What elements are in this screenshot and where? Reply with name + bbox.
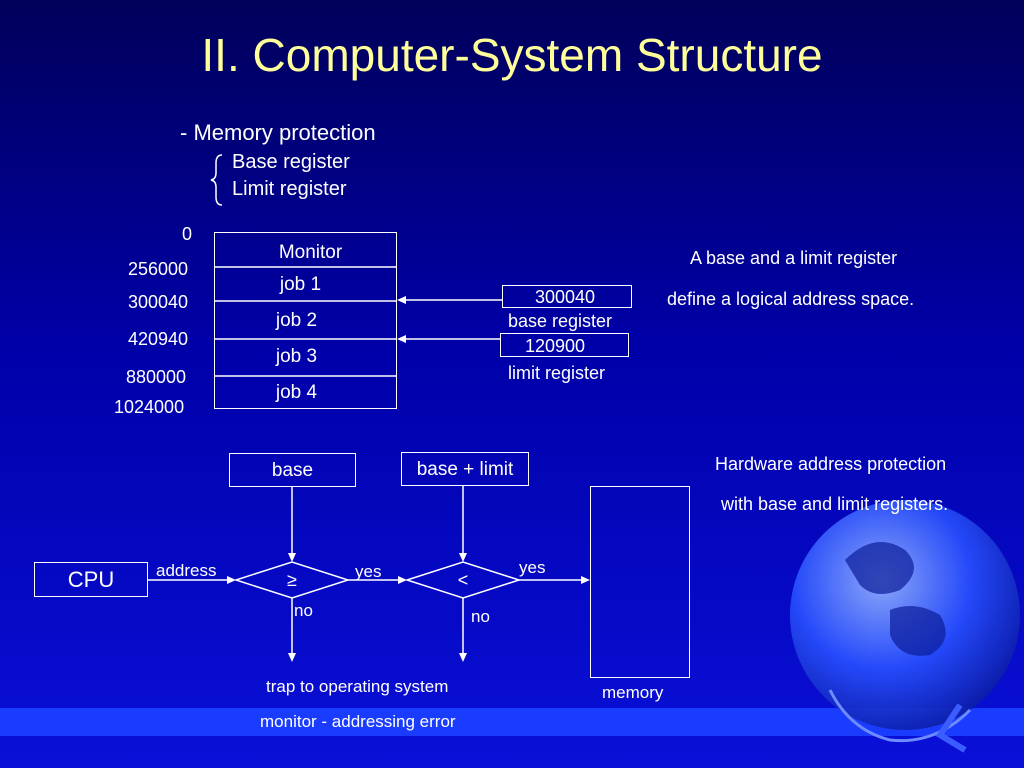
base-limit-box — [401, 452, 529, 486]
segment-job: job 4 — [275, 382, 318, 403]
address-label: 300040 — [128, 292, 189, 312]
yes-edge-label: yes — [355, 562, 382, 581]
bullet-memory-protection: - Memory protection — [180, 120, 376, 145]
caption-top-line1: A base and a limit register — [690, 248, 898, 268]
sub-item-base-register: Base register — [232, 151, 350, 173]
cpu-label: CPU — [67, 567, 115, 592]
base-register-value: 300040 — [535, 287, 596, 307]
memory-label: memory — [602, 683, 664, 702]
segment-job: job 1 — [279, 274, 322, 295]
no-edge-label: no — [471, 607, 490, 626]
limit-register-box — [500, 333, 629, 357]
base-box — [229, 453, 356, 487]
address-label: 420940 — [128, 329, 189, 349]
caption-bottom-line2: with base and limit registers. — [721, 494, 949, 514]
no-edge-label: no — [294, 601, 313, 620]
segment-job: job 2 — [275, 310, 318, 331]
compare-lt-symbol: < — [457, 570, 469, 590]
address-label: 1024000 — [114, 397, 185, 417]
address-edge-label: address — [156, 561, 217, 580]
address-label: 256000 — [128, 259, 189, 279]
base-register-label: base register — [508, 311, 613, 331]
limit-register-value: 120900 — [525, 336, 586, 356]
segment-job: job 3 — [275, 346, 318, 367]
yes-edge-label: yes — [519, 558, 546, 577]
memory-map — [214, 232, 397, 409]
cpu-box — [34, 562, 148, 597]
caption-bottom-line1: Hardware address protection — [715, 454, 947, 474]
base-limit-label: base + limit — [416, 459, 514, 480]
sub-item-limit-register: Limit register — [232, 178, 347, 200]
address-label: 880000 — [126, 367, 187, 387]
limit-register-label: limit register — [508, 363, 606, 383]
base-label: base — [271, 460, 314, 481]
slide-title: II. Computer-System Structure — [201, 29, 823, 81]
memory-box — [590, 486, 690, 678]
addressing-error-label: monitor - addressing error — [260, 712, 456, 731]
trap-label: trap to operating system — [266, 677, 449, 696]
base-register-box — [502, 285, 632, 308]
segment-monitor: Monitor — [278, 242, 343, 263]
address-label: 0 — [182, 224, 193, 244]
caption-top-line2: define a logical address space. — [667, 289, 915, 309]
compare-ge-symbol: ≥ — [287, 570, 297, 590]
